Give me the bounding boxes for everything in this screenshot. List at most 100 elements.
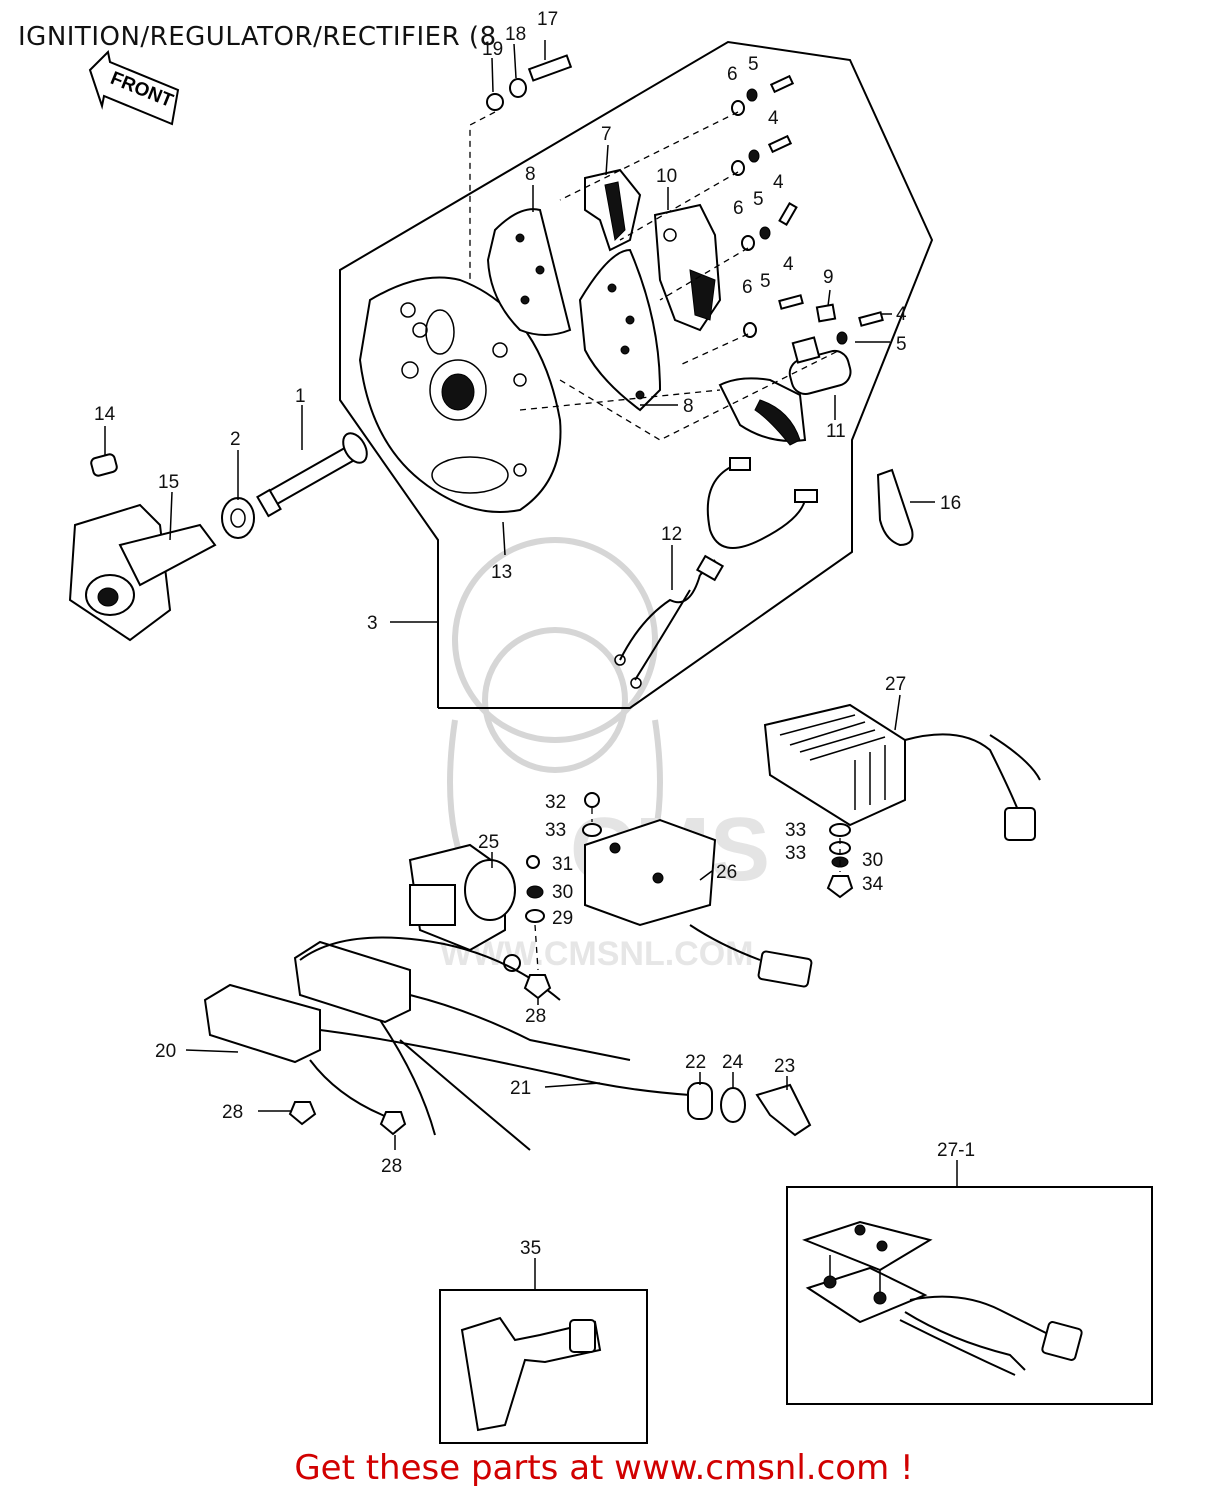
callout-29: 29 <box>552 908 573 929</box>
callout-leader-lines <box>104 40 958 1290</box>
bolt-31 <box>526 855 540 869</box>
dowel-pin <box>90 453 118 477</box>
box-35-plug-cap <box>439 1289 648 1444</box>
ignition-wire-harness <box>614 457 818 689</box>
nut-28-coil-rear <box>379 1111 407 1136</box>
watermark-url-text: WWW.CMSNL.COM <box>440 935 754 973</box>
washer-18 <box>509 78 527 98</box>
base-plate <box>358 276 562 513</box>
callout-28-c: 28 <box>381 1156 402 1177</box>
callout-27: 27 <box>885 674 906 695</box>
callout-28-a: 28 <box>525 1006 546 1027</box>
callout-33-b: 33 <box>785 820 806 841</box>
callout-1: 1 <box>295 386 306 407</box>
screw-4-e <box>778 294 804 310</box>
igniter-unit <box>408 843 521 972</box>
callout-30-a: 30 <box>552 882 573 903</box>
ignition-high-tension-leads <box>299 936 691 1151</box>
advancer-housing <box>68 503 217 642</box>
washer-6-e <box>743 322 757 338</box>
washer-19 <box>486 93 504 111</box>
ignition-coil-cover <box>584 818 813 988</box>
spark-plug-cap <box>755 1083 812 1137</box>
washer-5-a <box>746 88 758 102</box>
callout-33-c: 33 <box>785 843 806 864</box>
callout-4-d: 4 <box>896 304 907 325</box>
callout-7: 7 <box>601 124 612 145</box>
callout-17: 17 <box>537 9 558 30</box>
callout-28-b: 28 <box>222 1102 243 1123</box>
washer-5-d <box>836 331 848 345</box>
washer-6-a <box>731 100 745 116</box>
spark-plug-cap-connector <box>687 1082 713 1120</box>
callout-18: 18 <box>505 24 526 45</box>
assembly-guide-lines <box>469 111 841 971</box>
screw-4-a <box>769 74 795 94</box>
callout-32: 32 <box>545 792 566 813</box>
screw-4-b <box>767 134 793 154</box>
callout-33-a: 33 <box>545 820 566 841</box>
callout-31: 31 <box>552 854 573 875</box>
assembly-boundary-outline <box>339 40 934 709</box>
callout-5-c: 5 <box>760 271 771 292</box>
terminal-9 <box>815 303 837 323</box>
nut-34 <box>826 875 854 899</box>
callout-3: 3 <box>367 613 378 634</box>
washer-5-b <box>748 149 760 163</box>
contact-breaker-plate-left <box>486 208 572 336</box>
washer-29 <box>525 909 545 923</box>
callout-5-b: 5 <box>753 189 764 210</box>
lock-washer-30-left <box>526 885 544 899</box>
ignition-coil-rear <box>293 940 411 1024</box>
bolt-17 <box>527 54 573 82</box>
screw-4-d <box>858 311 884 327</box>
callout-23: 23 <box>774 1056 795 1077</box>
regulator-rectifier <box>763 703 1041 841</box>
callout-19: 19 <box>482 39 503 60</box>
callout-26: 26 <box>716 862 737 883</box>
contact-breaker-plate-right <box>578 248 662 412</box>
advancer-spacer <box>221 497 255 539</box>
box-27-1-bracket-assembly <box>786 1186 1153 1405</box>
callout-5-d: 5 <box>896 334 907 355</box>
callout-15: 15 <box>158 472 179 493</box>
contact-breaker-points <box>584 168 642 252</box>
callout-25: 25 <box>478 832 499 853</box>
washer-6-b <box>731 160 745 176</box>
callout-34: 34 <box>862 874 884 895</box>
washer-6-c <box>741 235 755 251</box>
callout-6-b: 6 <box>733 198 744 219</box>
diagram-title: IGNITION/REGULATOR/RECTIFIER (8 <box>18 22 497 52</box>
callout-8-a: 8 <box>525 164 536 185</box>
callout-20: 20 <box>155 1041 176 1062</box>
callout-4-c: 4 <box>783 254 794 275</box>
screw-4-c <box>778 201 798 227</box>
washer-5-c <box>759 226 771 240</box>
front-arrow-icon: FRONT <box>88 49 180 126</box>
callout-35: 35 <box>520 1238 541 1259</box>
callout-5-a: 5 <box>748 54 759 75</box>
callout-24: 24 <box>722 1052 744 1073</box>
callout-labels: 17 18 19 6 5 4 7 4 8 10 6 5 4 5 6 9 4 5 … <box>94 9 975 1259</box>
callout-14: 14 <box>94 404 116 425</box>
callout-9: 9 <box>823 267 834 288</box>
washer-33-right-a <box>829 823 851 837</box>
nut-28-coil-front <box>288 1101 317 1126</box>
condenser-assembly <box>718 336 852 446</box>
callout-4-b: 4 <box>773 172 784 193</box>
callout-2: 2 <box>230 429 241 450</box>
footer-promo-text: Get these parts at www.cmsnl.com ! <box>294 1448 914 1488</box>
callout-21: 21 <box>510 1078 531 1099</box>
callout-6-c: 6 <box>742 277 753 298</box>
callout-30-b: 30 <box>862 850 883 871</box>
washer-33-top <box>582 823 602 837</box>
screw-32 <box>584 792 600 808</box>
callout-11: 11 <box>826 421 846 442</box>
callout-4-a: 4 <box>768 108 779 129</box>
callout-16: 16 <box>940 493 961 514</box>
ignition-coil-front <box>203 983 321 1064</box>
callout-27-1: 27-1 <box>937 1140 975 1161</box>
callout-6-a: 6 <box>727 64 738 85</box>
callout-8-b: 8 <box>683 396 694 417</box>
